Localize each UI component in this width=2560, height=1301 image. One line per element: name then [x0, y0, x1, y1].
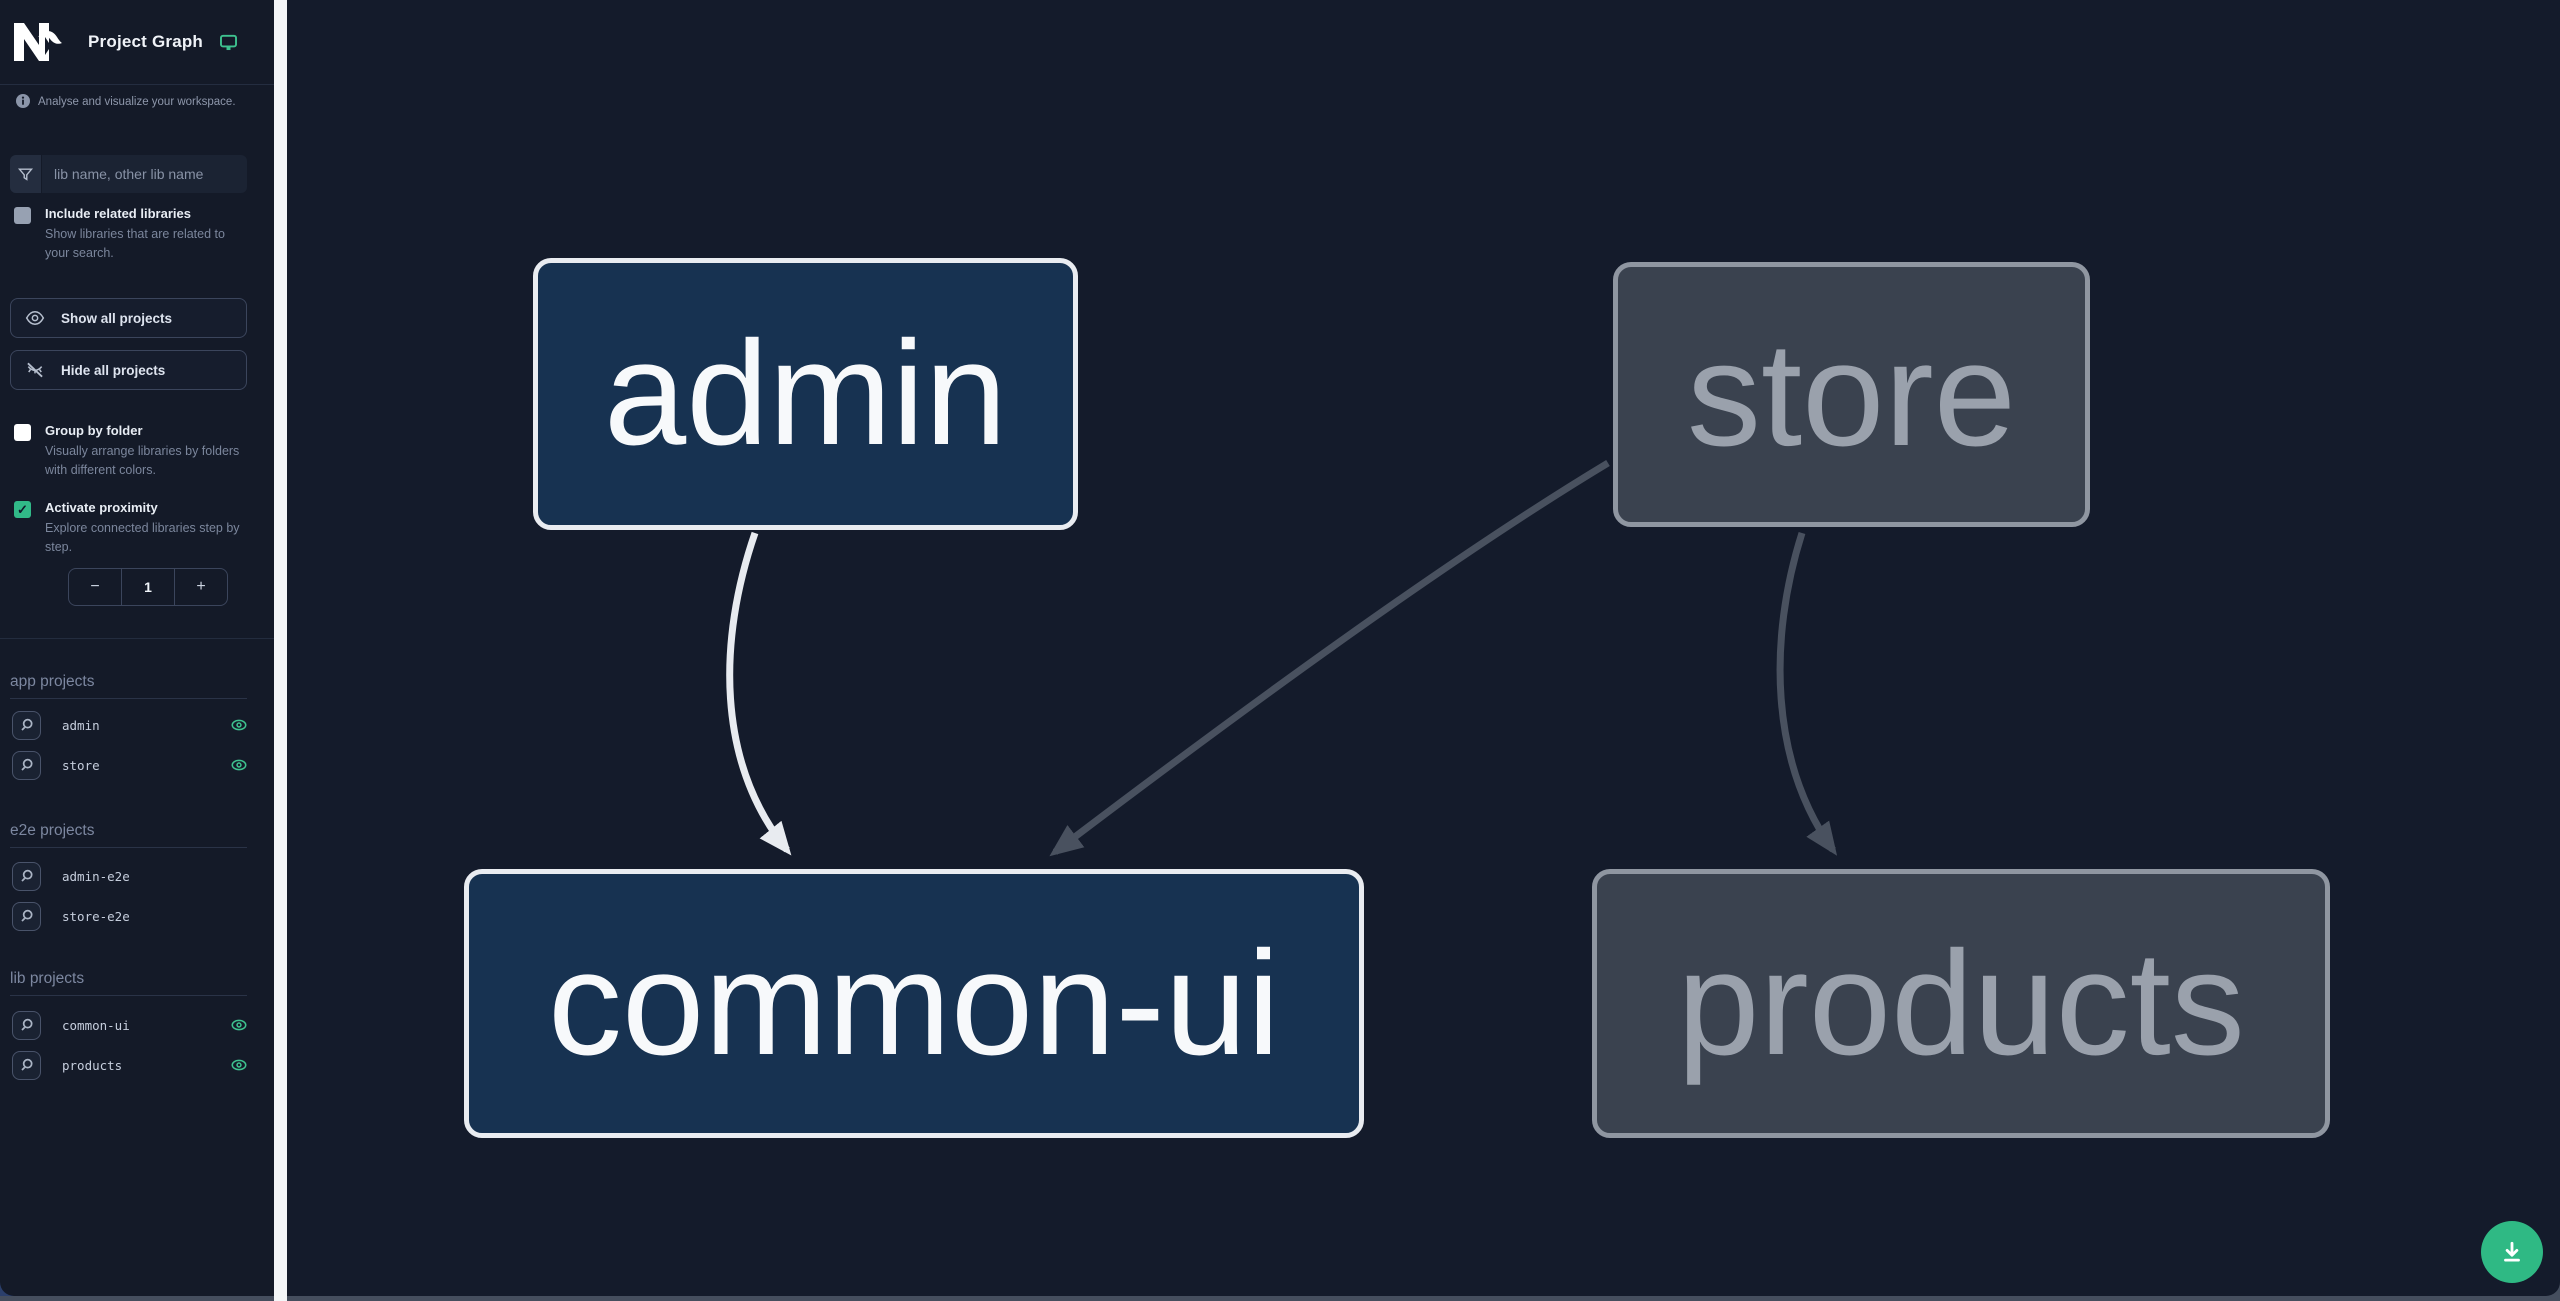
proximity-value: 1 — [121, 569, 174, 605]
include-related-description: Show libraries that are related to your … — [45, 227, 225, 260]
nx-logo-icon — [14, 23, 62, 61]
search-input[interactable] — [42, 155, 247, 193]
group-by-folder-label: Group by folder — [45, 423, 143, 438]
graph-node-common-ui[interactable]: common-ui — [464, 869, 1364, 1138]
include-related-label: Include related libraries — [45, 206, 191, 221]
sidebar-divider — [0, 638, 274, 639]
project-row-products: products — [12, 1050, 252, 1080]
project-name: common-ui — [62, 1017, 130, 1033]
filter-icon — [10, 155, 42, 193]
project-name: products — [62, 1057, 123, 1073]
graph-node-admin[interactable]: admin — [533, 258, 1078, 530]
eye-off-icon — [27, 362, 43, 378]
download-icon — [2504, 1241, 2520, 1262]
project-name: admin-e2e — [62, 868, 130, 884]
graph-canvas[interactable]: admin store common-ui products — [287, 0, 2560, 1296]
project-name: store-e2e — [62, 908, 130, 924]
toggle-visibility-eye-icon[interactable] — [230, 1056, 248, 1074]
focus-project-button[interactable] — [12, 750, 41, 780]
group-by-folder-checkbox[interactable] — [14, 424, 31, 441]
focus-icon — [20, 1058, 33, 1071]
focus-project-button[interactable] — [12, 1010, 41, 1040]
project-row-admin-e2e: admin-e2e — [12, 861, 252, 891]
dependency-edges[interactable] — [287, 0, 2560, 1296]
activate-proximity-label: Activate proximity — [45, 500, 158, 515]
section-title-lib-projects: lib projects — [10, 962, 247, 996]
activate-proximity-option[interactable]: ✓ Activate proximity Explore connected l… — [14, 500, 260, 557]
focus-icon — [20, 758, 33, 771]
show-all-projects-label: Show all projects — [61, 310, 173, 326]
toggle-visibility-eye-icon[interactable] — [230, 1016, 248, 1034]
workspace-hint-text: Analyse and visualize your workspace. — [38, 96, 236, 108]
sidebar: Project Graph Analyse and visualize your… — [0, 0, 274, 1296]
page-title: Project Graph — [88, 32, 204, 51]
group-by-folder-description: Visually arrange libraries by folders wi… — [45, 444, 240, 477]
project-row-common-ui: common-ui — [12, 1010, 252, 1040]
focus-project-button[interactable] — [12, 710, 41, 740]
hide-all-projects-label: Hide all projects — [61, 362, 166, 378]
section-title-app-projects: app projects — [10, 665, 247, 699]
focus-project-button[interactable] — [12, 861, 41, 891]
project-row-store: store — [12, 750, 252, 780]
info-icon — [16, 94, 30, 108]
edge-admin-to-common-ui — [726, 531, 792, 856]
group-by-folder-option[interactable]: Group by folder Visually arrange librari… — [14, 423, 260, 480]
edge-store-to-common-ui — [1049, 460, 1610, 857]
show-all-projects-button[interactable]: Show all projects — [10, 298, 247, 338]
project-name: store — [62, 757, 100, 773]
activate-proximity-checkbox[interactable]: ✓ — [14, 501, 31, 518]
eye-icon — [25, 310, 45, 326]
sidebar-header: Project Graph — [0, 0, 274, 85]
proximity-decrement-button[interactable]: − — [90, 578, 100, 595]
edge-store-to-products — [1776, 531, 1838, 856]
toggle-visibility-eye-icon[interactable] — [230, 756, 248, 774]
hide-all-projects-button[interactable]: Hide all projects — [10, 350, 247, 390]
section-title-e2e-projects: e2e projects — [10, 814, 247, 848]
include-related-option[interactable]: Include related libraries Show libraries… — [14, 206, 260, 263]
project-filter-field — [10, 155, 247, 193]
focus-icon — [20, 718, 33, 731]
project-row-admin: admin — [12, 710, 252, 740]
include-related-checkbox[interactable] — [14, 207, 31, 224]
project-row-store-e2e: store-e2e — [12, 901, 252, 931]
workspace-hint: Analyse and visualize your workspace. — [0, 94, 274, 108]
sidebar-resizer[interactable] — [274, 0, 287, 1301]
focus-project-button[interactable] — [12, 1050, 41, 1080]
proximity-stepper: − 1 + — [68, 568, 228, 606]
graph-node-store[interactable]: store — [1613, 262, 2090, 527]
focus-icon — [20, 1018, 33, 1031]
focus-icon — [20, 909, 33, 922]
toggle-visibility-eye-icon[interactable] — [230, 716, 248, 734]
activate-proximity-description: Explore connected libraries step by step… — [45, 521, 240, 554]
proximity-increment-button[interactable]: + — [174, 569, 227, 605]
graph-node-products[interactable]: products — [1592, 869, 2330, 1138]
project-name: admin — [62, 717, 100, 733]
download-graph-button[interactable] — [2481, 1221, 2543, 1283]
focus-icon — [20, 869, 33, 882]
monitor-icon[interactable] — [219, 33, 238, 52]
focus-project-button[interactable] — [12, 901, 41, 931]
